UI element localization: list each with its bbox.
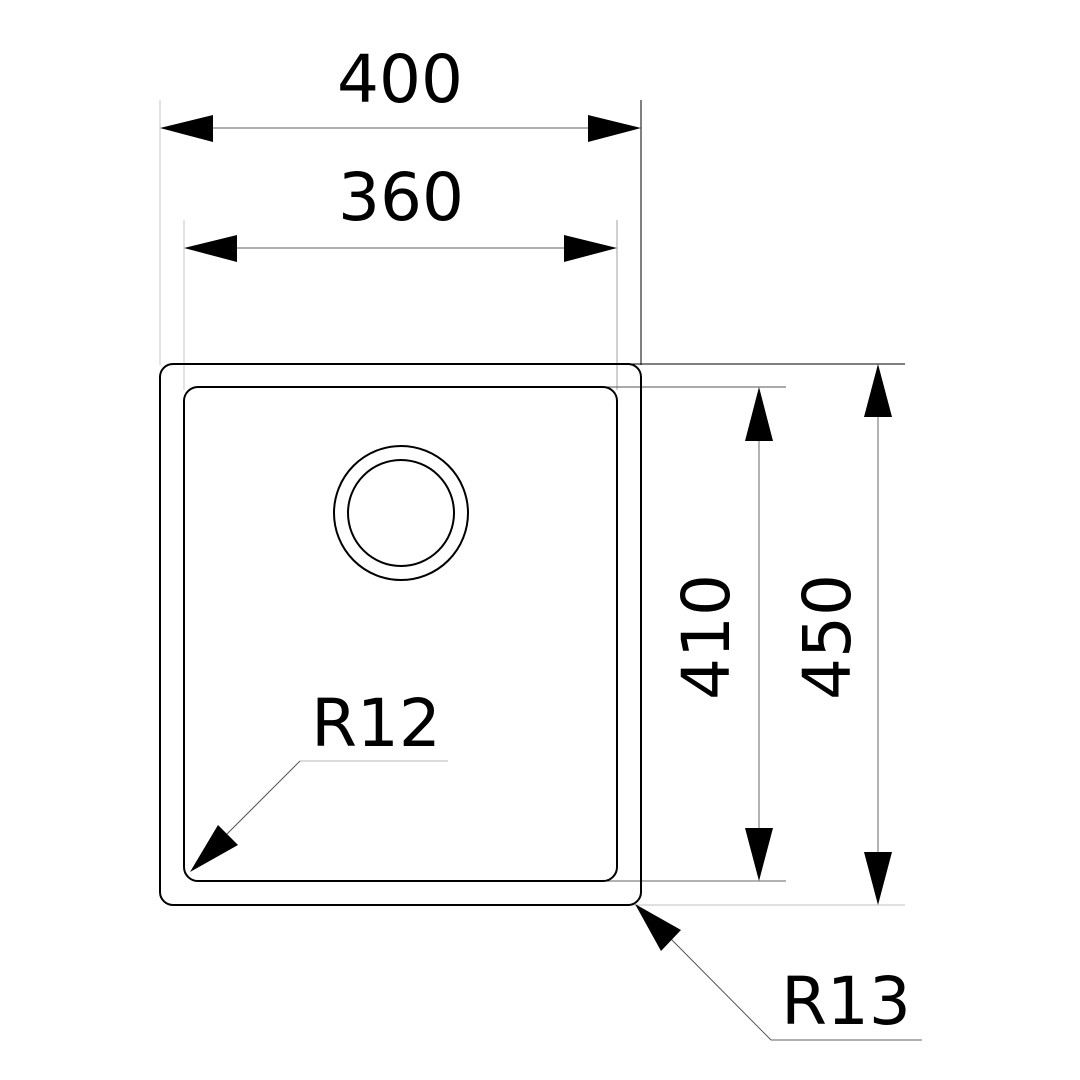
arrowhead-right-icon <box>564 235 617 262</box>
arrowhead-down-icon <box>864 852 892 905</box>
label-inner-width: 360 <box>338 159 464 236</box>
sink-outer-rim <box>159 363 642 906</box>
arrowhead-left-icon <box>184 235 237 262</box>
drain-inner-ring <box>347 459 455 567</box>
arrowhead-up-icon <box>864 364 892 417</box>
label-inner-height: 410 <box>668 574 745 700</box>
arrowhead-down-icon <box>745 828 773 881</box>
label-outer-radius: R13 <box>781 963 911 1040</box>
radius-callout-outer: R13 <box>635 904 922 1041</box>
dimension-outer-width: 400 <box>160 41 641 142</box>
dimension-inner-height: 410 <box>668 387 773 881</box>
dimension-outer-height: 450 <box>789 364 892 905</box>
label-outer-height: 450 <box>789 574 866 700</box>
arrowhead-leader-icon <box>635 904 681 951</box>
drain-outer-ring <box>333 445 469 581</box>
arrowhead-up-icon <box>745 387 773 441</box>
radius-callout-inner: R12 <box>190 685 448 872</box>
sink-inner-bowl <box>183 386 618 882</box>
arrowhead-left-icon <box>160 115 213 142</box>
label-inner-radius: R12 <box>311 685 441 762</box>
arrowhead-right-icon <box>588 115 641 142</box>
label-outer-width: 400 <box>337 41 463 118</box>
arrowhead-leader-icon <box>190 825 238 872</box>
dimension-inner-width: 360 <box>184 159 617 262</box>
